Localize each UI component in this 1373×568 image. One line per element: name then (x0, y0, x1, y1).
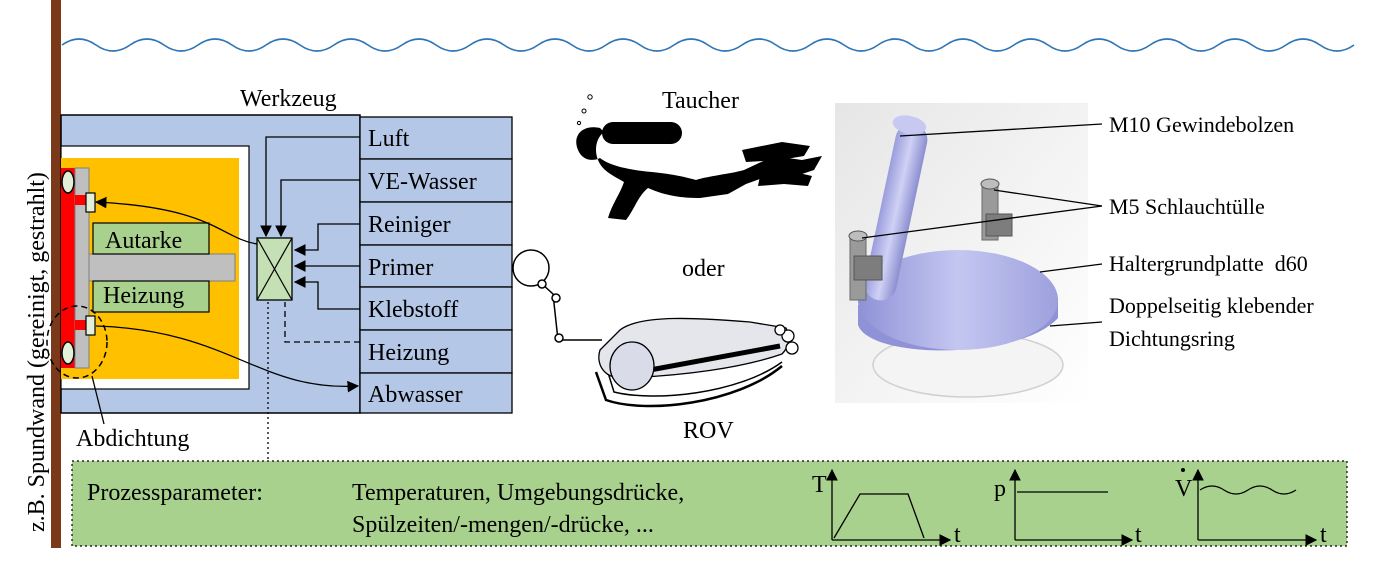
water-surface-line (61, 38, 1355, 52)
callout-m5-hose-tail: M5 Schlauchtülle (1109, 194, 1265, 219)
line-seal-to-abwasser (95, 325, 360, 393)
o-ring-bottom (61, 341, 75, 365)
media-row-reiniger (359, 201, 513, 246)
callout-m10-bolt: M10 Gewindebolzen (1109, 112, 1294, 137)
media-supply-column: Luft VE-Wasser Reiniger Primer Klebstoff… (359, 116, 513, 414)
process-parameters-box (71, 460, 1348, 547)
seal-connector-top (75, 195, 89, 205)
seal-pointer-line (91, 375, 105, 425)
line-luft (260, 136, 360, 238)
media-row-ve-wasser (359, 158, 513, 203)
media-row-primer (359, 244, 513, 288)
line-klebstoff (293, 276, 360, 310)
or-label: oder (682, 256, 725, 282)
umbilical-loop (512, 249, 550, 287)
o-ring-top (61, 170, 75, 194)
graph-t-ylabel: T (812, 472, 827, 498)
wall-label: z.B. Spundwand (gereinigt, gestrahlt) (24, 172, 50, 532)
graph-v-xlabel: t (1320, 522, 1327, 548)
media-label-abwasser: Abwasser (368, 382, 463, 408)
base-plate-top (858, 250, 1058, 350)
supply-lines (94, 136, 360, 393)
seal-connector-bottom (75, 320, 89, 330)
heater-block-bottom (92, 280, 210, 313)
graph-flow (1192, 468, 1318, 546)
diver-icon (576, 94, 822, 220)
valve-cross-b (256, 237, 293, 301)
heater-label-heizung: Heizung (103, 283, 184, 309)
line-ve-wasser (275, 179, 360, 238)
media-label-primer: Primer (368, 255, 433, 281)
graph-p-ylabel: p (994, 476, 1006, 502)
holder-render (835, 103, 1088, 403)
graph-v-ylabel: V (1175, 476, 1193, 502)
graph-temperature (826, 468, 952, 546)
heater-block-top (92, 222, 210, 255)
media-label-reiniger: Reiniger (368, 212, 451, 238)
line-reiniger (293, 223, 360, 256)
media-row-abwasser (359, 372, 513, 414)
process-label: Prozessparameter: (87, 480, 263, 506)
media-label-luft: Luft (368, 126, 410, 152)
graph-p-xlabel: t (1135, 522, 1142, 548)
graph-pressure (1009, 468, 1134, 546)
callout-adhesive-line2: Dichtungsring (1109, 326, 1235, 351)
adhesive-layer (61, 168, 75, 368)
hose-tail-left (848, 230, 883, 301)
rov-label: ROV (683, 418, 734, 444)
bolt-bar (88, 253, 236, 282)
media-label-klebstoff: Klebstoff (368, 297, 458, 323)
rov-icon (594, 317, 799, 408)
umbilical-cable (512, 249, 602, 343)
graph-v-dot-accent (1181, 468, 1185, 472)
process-line2: Spülzeiten/-mengen/-drücke, ... (352, 512, 654, 538)
hose-tail-bottom (85, 315, 96, 336)
line-valve-to-seal (94, 196, 258, 245)
hose-tail-top (85, 192, 96, 213)
diver-label: Taucher (662, 88, 739, 114)
line-heizung-dashed (284, 302, 360, 343)
sheet-pile-wall (51, 0, 61, 548)
callout-base-plate: Haltergrundplatte d60 (1109, 251, 1308, 276)
seal-highlight-circle (46, 305, 108, 379)
process-line1: Temperaturen, Umgebungsdrücke, (352, 480, 684, 506)
seal-label: Abdichtung (76, 426, 189, 452)
m10-bolt-top (892, 115, 927, 135)
heater-label-autarke: Autarke (105, 228, 182, 254)
media-label-heizung: Heizung (368, 340, 449, 366)
tool-title: Werkzeug (240, 86, 337, 112)
media-label-ve-wasser: VE-Wasser (368, 169, 477, 195)
callout-adhesive-line1: Doppelseitig klebender (1109, 293, 1314, 318)
graph-t-xlabel: t (954, 522, 961, 548)
holder-callouts (861, 123, 1103, 327)
